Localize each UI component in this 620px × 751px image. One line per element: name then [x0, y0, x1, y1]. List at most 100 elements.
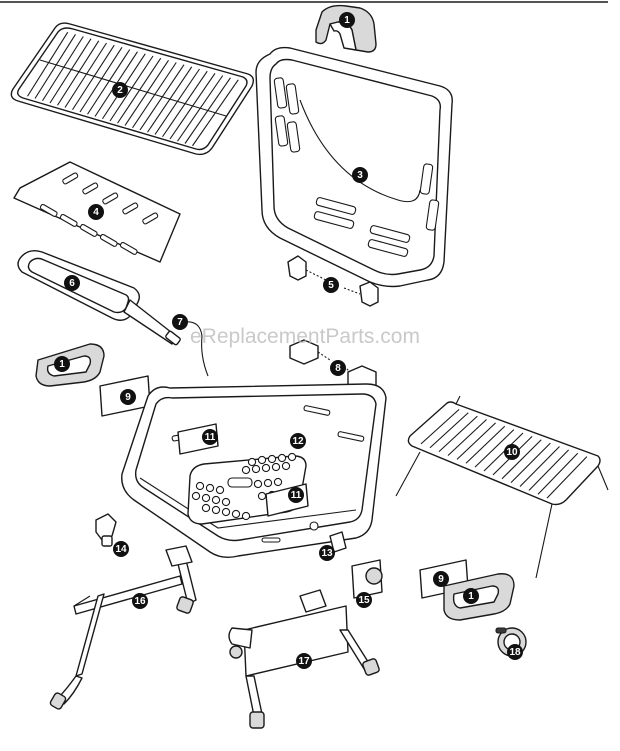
warming-rack: [395, 395, 609, 579]
vent-hole: [205, 483, 215, 493]
grate-center-bar: [39, 59, 227, 117]
vent-hole: [257, 455, 267, 465]
svg-text:9: 9: [125, 392, 131, 403]
vent-hole: [247, 457, 257, 467]
lid-handle: [315, 4, 377, 53]
callout-14-valve-assembly: 14: [113, 541, 129, 557]
callout-7-igniter-wire: 7: [172, 314, 188, 330]
vent-hole: [241, 465, 251, 475]
callout-4-heat-deflector: 4: [88, 204, 104, 220]
svg-text:5: 5: [328, 280, 334, 291]
callout-1-side-handle-right: 1: [463, 588, 479, 604]
svg-text:10: 10: [506, 447, 518, 458]
svg-text:14: 14: [115, 544, 127, 555]
svg-text:11: 11: [205, 432, 216, 443]
svg-text:4: 4: [93, 207, 99, 218]
rack-wire: [537, 452, 579, 495]
watermark-text: eReplacementParts.com: [190, 325, 420, 348]
vent-hole: [287, 452, 297, 462]
vent-hole: [201, 503, 211, 513]
callout-1-lid-handle: 1: [339, 12, 355, 28]
vent-hole: [231, 509, 241, 519]
leg-assembly-right: [228, 589, 380, 729]
valve-assembly: [95, 513, 117, 547]
vent-hole: [261, 463, 271, 473]
burner: [17, 249, 181, 346]
vent-hole: [221, 507, 231, 517]
callout-8-lid-brackets: 8: [330, 360, 346, 376]
leg-clip: [329, 531, 347, 553]
rack-wire: [465, 425, 506, 464]
vent-hole: [241, 511, 251, 521]
hinge-clips: [287, 255, 379, 307]
grate-wire: [27, 31, 69, 97]
rack-wire: [447, 419, 487, 456]
rack-wire: [501, 439, 542, 480]
rack-wire: [420, 408, 460, 445]
grate-wire: [49, 38, 92, 104]
vent-hole: [271, 462, 281, 472]
svg-text:7: 7: [177, 317, 183, 328]
grate-wire: [124, 60, 169, 126]
svg-text:6: 6: [69, 278, 75, 289]
grate-wire: [109, 55, 154, 122]
callout-5-hinge-clips: 5: [323, 277, 339, 293]
grate-wire: [79, 47, 123, 113]
grate-wire: [34, 34, 76, 99]
vent-hole: [263, 478, 273, 488]
svg-text:1: 1: [468, 591, 474, 602]
vent-hole: [191, 491, 201, 501]
callout-15-ignition-module: 15: [356, 592, 372, 608]
svg-text:1: 1: [59, 359, 65, 370]
ignition-module: [351, 559, 383, 599]
svg-text:15: 15: [358, 595, 370, 606]
callout-12-firebox: 12: [290, 433, 306, 449]
igniter-wire: [183, 321, 209, 377]
vent-hole: [215, 485, 225, 495]
rack-wire: [474, 429, 515, 468]
grate-wire: [117, 57, 162, 124]
svg-text:2: 2: [117, 85, 123, 96]
vent-hole: [221, 497, 231, 507]
vent-hole: [201, 493, 211, 503]
callout-2-cooking-grate: 2: [112, 82, 128, 98]
callout-3-lid: 3: [352, 167, 368, 183]
rack-wire: [510, 442, 551, 484]
vent-hole: [251, 464, 261, 474]
callout-1-side-handle-left: 1: [54, 356, 70, 372]
svg-text:3: 3: [357, 170, 363, 181]
grate-wire: [42, 36, 84, 102]
callout-9-heat-shield-left: 9: [120, 389, 136, 405]
svg-text:1: 1: [344, 15, 350, 26]
svg-text:12: 12: [292, 436, 304, 447]
vent-hole: [211, 495, 221, 505]
callout-18-control-knob: 18: [507, 644, 523, 660]
grill-lid: [255, 46, 453, 288]
vent-hole: [281, 461, 291, 471]
vent-hole: [211, 505, 221, 515]
grate-wire: [139, 64, 185, 131]
rack-wire: [546, 456, 588, 499]
callout-11-bracket-upper: 11: [202, 429, 218, 445]
callout-17-leg-assembly-right: 17: [296, 653, 312, 669]
callout-16-leg-assembly-left: 16: [132, 593, 148, 609]
rack-wire: [429, 412, 469, 449]
svg-text:11: 11: [291, 490, 302, 501]
side-handle-left: [35, 343, 105, 387]
grate-wire: [72, 44, 115, 111]
svg-text:17: 17: [298, 656, 310, 667]
rack-wire: [456, 422, 497, 460]
callout-13-leg-clip: 13: [319, 545, 335, 561]
rack-wire: [528, 449, 570, 491]
callout-11-bracket-lower: 11: [288, 487, 304, 503]
firebox: [121, 383, 387, 559]
svg-text:9: 9: [438, 574, 444, 585]
vent-hole: [195, 481, 205, 491]
grate-wire: [132, 62, 177, 129]
leg-assembly-left: [49, 545, 197, 710]
cooking-grate: [10, 22, 255, 156]
vent-hole: [267, 454, 277, 464]
grate-wire: [87, 49, 131, 115]
svg-text:13: 13: [321, 548, 333, 559]
